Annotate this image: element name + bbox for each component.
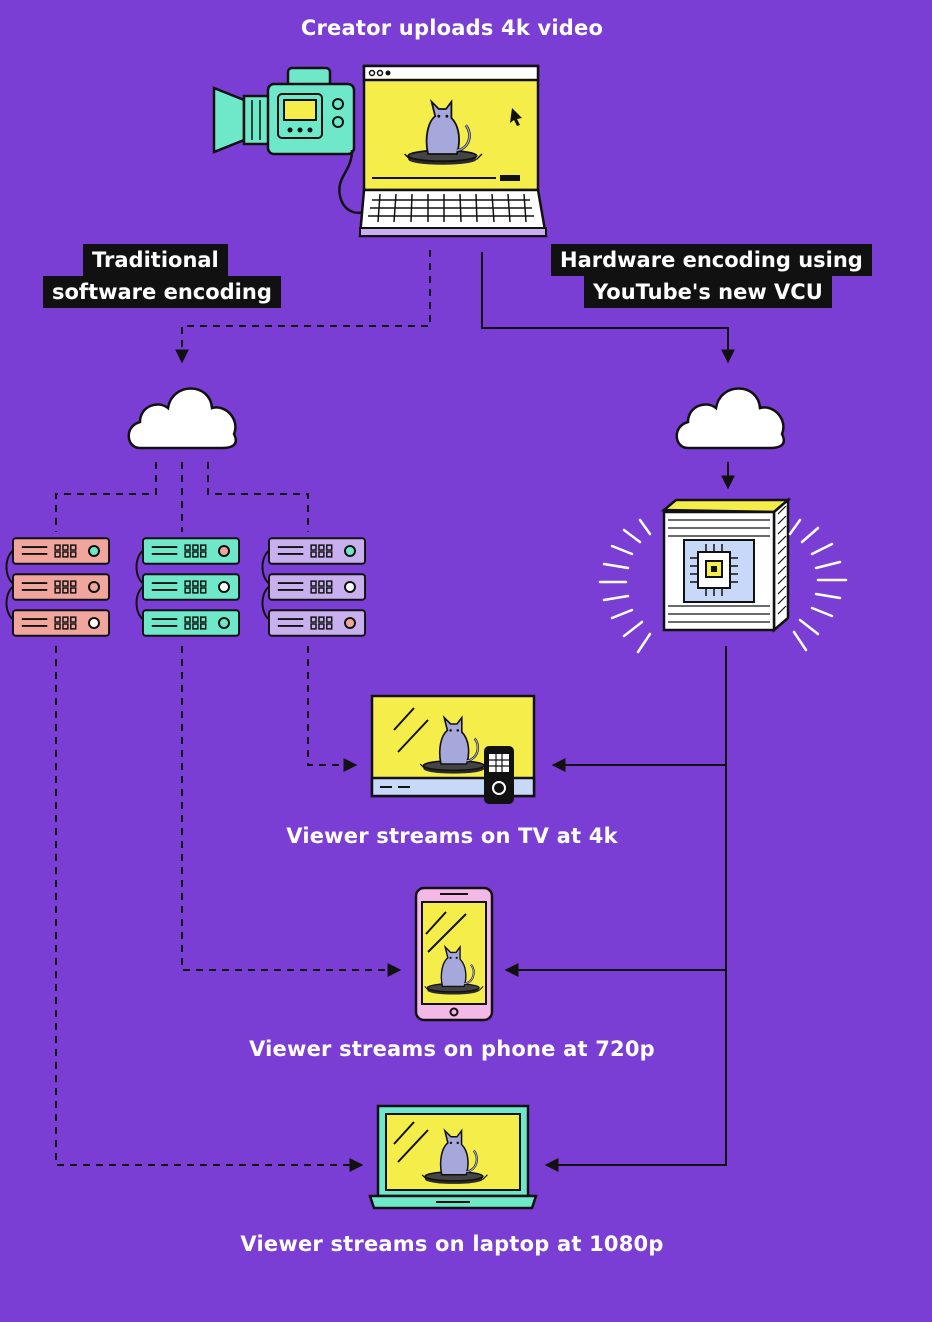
server-rack-lavender xyxy=(261,537,366,637)
laptop-icon xyxy=(368,1104,538,1210)
laptop-caption: Viewer streams on laptop at 1080p xyxy=(240,1232,664,1256)
tv-caption: Viewer streams on TV at 4k xyxy=(286,824,618,848)
creator-laptop-icon xyxy=(358,64,548,238)
phone-icon xyxy=(414,886,494,1022)
software-cloud-icon xyxy=(127,387,238,450)
hardware-label-line-2: YouTube's new VCU xyxy=(584,276,832,308)
chip-glow-rays xyxy=(598,518,848,654)
phone-caption: Viewer streams on phone at 720p xyxy=(249,1037,655,1061)
tv-icon xyxy=(370,694,536,804)
server-rack-pink xyxy=(5,537,110,637)
software-path-lines xyxy=(55,250,431,1172)
server-rack-teal xyxy=(135,537,240,637)
hardware-label-line-1: Hardware encoding using xyxy=(551,244,872,276)
traditional-label-line-2: software encoding xyxy=(43,276,281,308)
video-camera-icon xyxy=(212,66,363,215)
hardware-path-lines xyxy=(481,252,735,1172)
traditional-label-line-1: Traditional xyxy=(83,244,228,276)
diagram-title: Creator uploads 4k video xyxy=(300,16,604,40)
hardware-cloud-icon xyxy=(675,387,786,450)
vcu-chip-icon xyxy=(660,497,792,633)
